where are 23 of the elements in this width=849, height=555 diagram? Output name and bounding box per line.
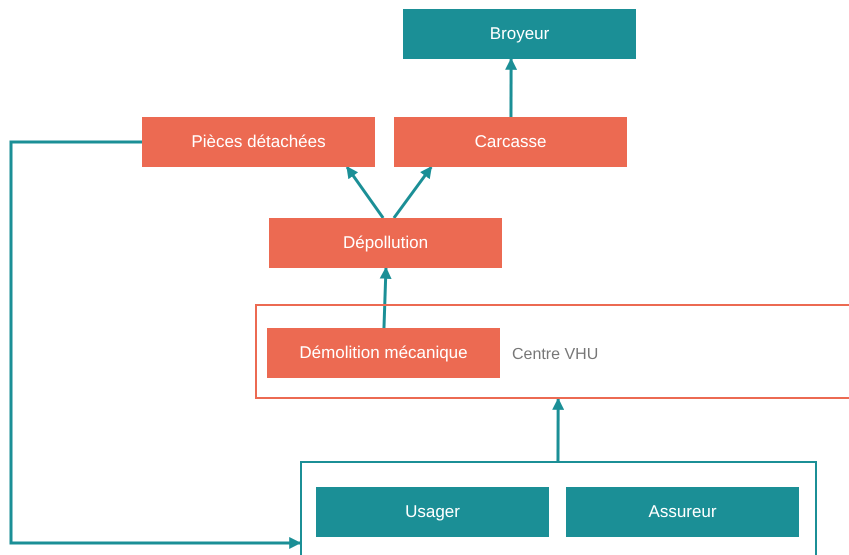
box-label: Pièces détachées xyxy=(191,132,326,152)
box-label: Dépollution xyxy=(342,233,428,253)
arrow xyxy=(552,398,564,461)
group-frame xyxy=(300,461,817,555)
box-label: Assureur xyxy=(648,502,717,522)
box-label: Usager xyxy=(405,502,460,522)
process-box xyxy=(267,328,500,378)
box-label: Broyeur xyxy=(490,24,550,44)
process-box xyxy=(566,487,799,537)
process-box xyxy=(403,9,636,59)
arrow xyxy=(10,140,302,549)
group-label: Centre VHU xyxy=(512,346,598,364)
group-frame xyxy=(255,304,849,399)
arrow xyxy=(346,166,384,219)
process-box xyxy=(142,117,375,167)
arrow xyxy=(505,58,518,117)
arrow xyxy=(392,166,432,219)
box-label: Démolition mécanique xyxy=(299,343,468,363)
process-box xyxy=(316,487,549,537)
process-box xyxy=(269,218,502,268)
arrow xyxy=(380,266,392,328)
process-box xyxy=(394,117,627,167)
box-label: Carcasse xyxy=(474,132,546,152)
